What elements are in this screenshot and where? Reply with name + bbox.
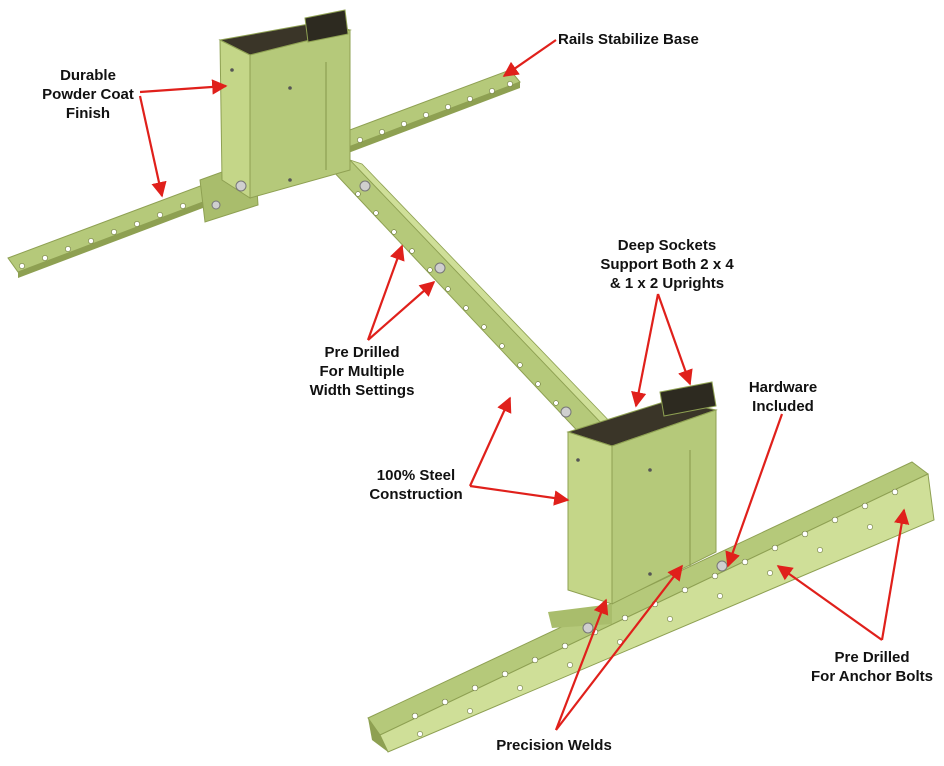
- arrow-welds-right: [555, 564, 683, 731]
- callout-precision-welds: Precision Welds: [496, 737, 612, 754]
- front-rail: [367, 461, 935, 753]
- back-socket: [199, 9, 371, 223]
- callout-durable-finish: Durable Powder Coat Finish: [42, 67, 134, 122]
- arrow-sockets-right: [656, 293, 693, 386]
- arrow-finish-to-rail: [138, 95, 167, 198]
- arrow-width-upper: [366, 244, 405, 341]
- arrow-anchor-lower: [776, 565, 883, 641]
- callout-arrows: [138, 39, 910, 731]
- arrow-steel-beam: [468, 396, 512, 487]
- front-socket: [548, 381, 728, 634]
- arrow-finish-to-socket: [139, 79, 228, 95]
- arrow-welds-left: [554, 598, 609, 731]
- arrow-hardware: [725, 413, 784, 568]
- arrow-width-lower: [367, 280, 436, 341]
- arrow-steel-socket: [469, 484, 570, 506]
- arrow-rails-base: [502, 39, 557, 77]
- arrow-anchor-upper: [880, 508, 910, 641]
- callout-rails-stabilize: Rails Stabilize Base: [558, 31, 699, 48]
- arrow-sockets-left: [631, 293, 660, 408]
- callout-hardware: Hardware Included: [748, 379, 818, 415]
- callout-steel-construction: 100% Steel Construction: [369, 467, 463, 503]
- callout-anchor-bolts: Pre Drilled For Anchor Bolts: [811, 649, 933, 685]
- callout-deep-sockets: Deep Sockets Support Both 2 x 4 & 1 x 2 …: [600, 237, 734, 292]
- callout-pre-drilled-width: Pre Drilled For Multiple Width Settings: [309, 344, 415, 399]
